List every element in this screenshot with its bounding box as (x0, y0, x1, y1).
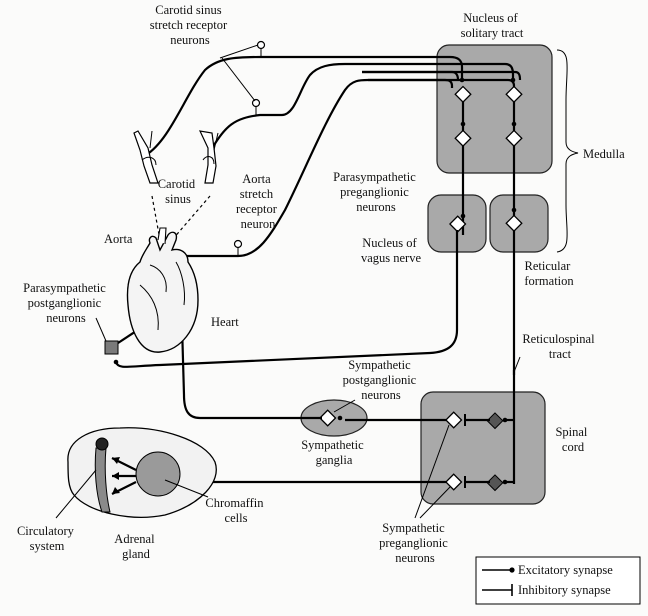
parasympathetic-postganglionic-soma (104, 340, 119, 355)
synapse-dot (460, 121, 466, 127)
label-reticular: Reticular formation (524, 259, 574, 288)
leader-parasym-post (95, 317, 107, 342)
leader-sym-post (333, 399, 356, 413)
medulla-brace (556, 49, 579, 253)
leader-carotid-1 (219, 44, 259, 59)
leader-chromaffin (164, 479, 209, 498)
label-adrenal: Adrenal gland (114, 532, 157, 561)
legend-inhibitory-label: Inhibitory synapse (518, 583, 611, 597)
legend-excitatory-label: Excitatory synapse (518, 563, 613, 577)
carotid-receptor-soma-2 (251, 98, 261, 108)
label-nucleus-vagus: Nucleus of vagus nerve (361, 236, 421, 265)
leader-sym-pre-2 (419, 486, 451, 519)
label-parasym-pre: Parasympathetic preganglionic neurons (333, 170, 419, 214)
leader-circulatory (55, 469, 97, 519)
sym-postganglionic-soma (319, 409, 337, 427)
carotid-sinus-left (133, 130, 159, 184)
synapse-dot (502, 417, 508, 423)
label-parasym-post: Parasympathetic postganglionic neurons (23, 281, 109, 325)
leader-sym-pre-1 (414, 424, 450, 519)
carotid-afferent-axon-1 (145, 55, 464, 156)
inhibitory-interneuron-2 (486, 474, 504, 492)
aorta-receptor-soma (233, 239, 243, 249)
label-sym-post: Sympathetic postganglionic neurons (343, 358, 420, 402)
chromaffin-core (135, 451, 181, 497)
label-circulatory: Circulatory system (17, 524, 77, 553)
spinal-cord-box (420, 391, 546, 505)
label-reticulospinal: Reticulospinal tract (522, 332, 597, 361)
leader-carotid-2 (221, 57, 256, 102)
vagal-efferent-axon (114, 230, 459, 368)
synapse-dot (502, 479, 508, 485)
label-aorta: Aorta (104, 232, 133, 246)
carotid-sinus-right (198, 130, 219, 184)
label-sym-ganglia: Sympathetic ganglia (301, 438, 367, 467)
carotid-branch-b (362, 70, 522, 81)
solitary-neuron-1 (454, 85, 472, 103)
synapse-dot (337, 415, 343, 421)
label-chromaffin: Chromaffin cells (205, 496, 266, 525)
label-sym-pre: Sympathetic preganglionic neurons (379, 521, 451, 565)
dashed-guide-right (171, 195, 211, 241)
inhibitory-interneuron-1 (486, 412, 504, 430)
label-carotid-sinus: Carotid sinus (158, 177, 199, 206)
solitary-neuron-4 (505, 129, 523, 147)
label-spinal-cord: Spinal cord (555, 425, 590, 454)
vagus-neuron (449, 215, 467, 233)
label-nucleus-solitary: Nucleus of solitary tract (461, 11, 524, 40)
aortic-afferent-axon (178, 78, 454, 258)
legend-box (475, 556, 641, 605)
legend-excitatory-dot (509, 567, 515, 573)
synapse-dot (511, 121, 517, 127)
synapse-dot (113, 359, 119, 365)
adrenal-gland-illustration (67, 427, 217, 518)
label-heart: Heart (211, 315, 239, 329)
carotid-afferent-axon-2 (209, 62, 515, 153)
synapse-dot (511, 207, 517, 213)
synapse-dot (460, 213, 466, 219)
solitary-neuron-2 (505, 85, 523, 103)
sym-preganglionic-neuron-1 (445, 411, 463, 429)
label-aorta-receptor: Aorta stretch receptor neuron (236, 172, 280, 231)
solitary-neuron-3 (454, 129, 472, 147)
carotid-receptor-soma-1 (256, 40, 266, 50)
synapse-dot (510, 77, 516, 83)
sym-preganglionic-neuron-2 (445, 473, 463, 491)
sympathetic-postganglionic-axon (180, 324, 322, 420)
label-medulla: Medulla (583, 147, 625, 161)
leader-reticulospinal (513, 356, 521, 373)
synapse-dot (459, 77, 465, 83)
reticular-neuron (505, 214, 523, 232)
heart-illustration (126, 227, 199, 353)
label-carotid-receptor: Carotid sinus stretch receptor neurons (150, 3, 231, 47)
